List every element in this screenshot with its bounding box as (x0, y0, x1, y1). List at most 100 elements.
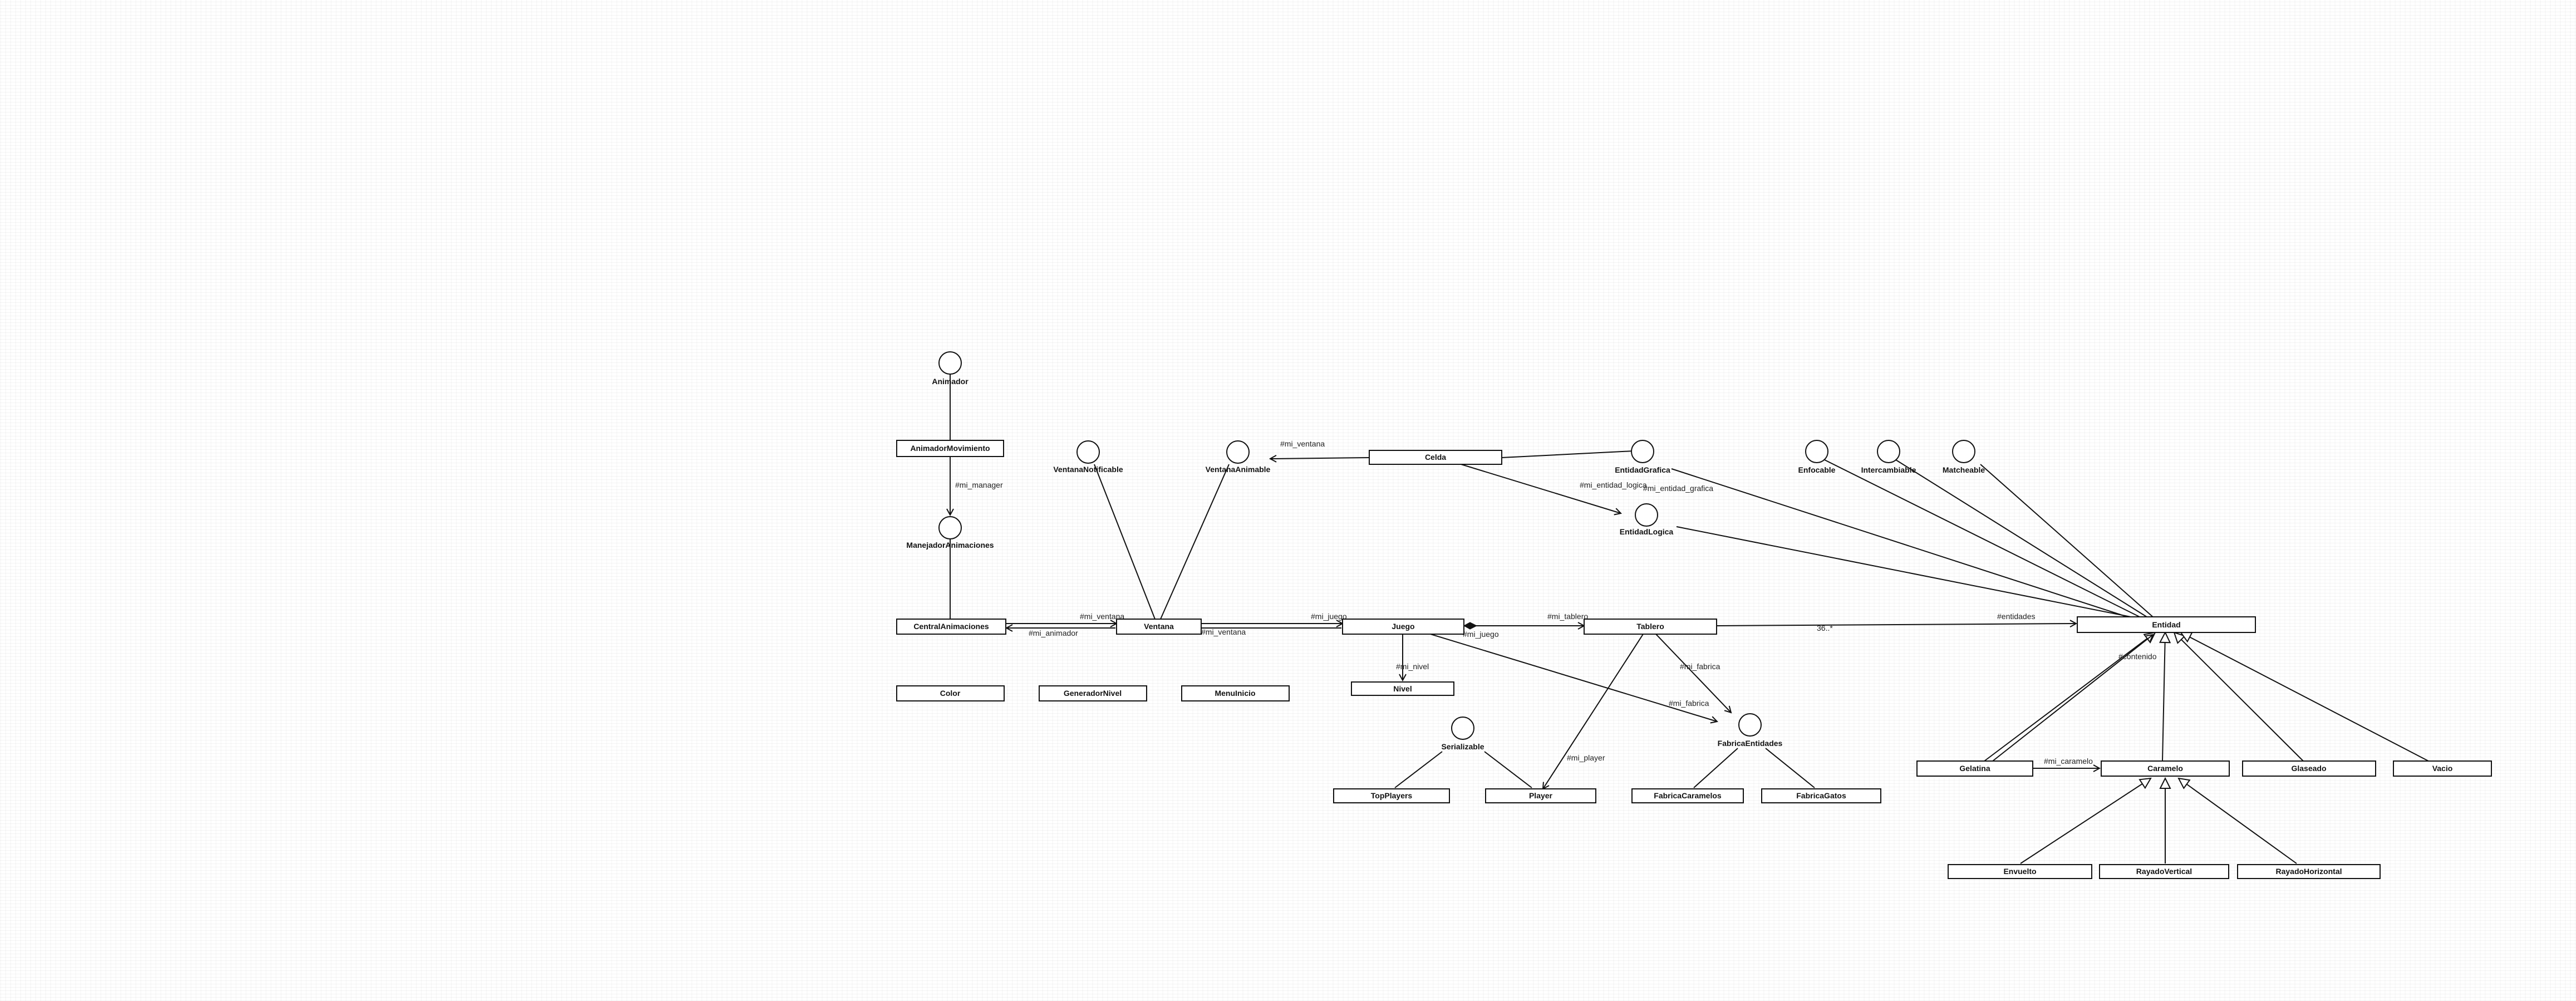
interface-label: Matcheable (1943, 465, 1985, 474)
class-celda[interactable]: Celda (1369, 450, 1502, 465)
class-label: Envuelto (2003, 867, 2036, 876)
interface-matcheable[interactable]: Matcheable (1943, 440, 1985, 474)
edge-label-juego-fabrica: #mi_fabrica (1669, 699, 1709, 708)
class-envuelto[interactable]: Envuelto (1948, 864, 2092, 879)
class-label: FabricaGatos (1796, 791, 1846, 800)
edge-caramelo-entidad (2162, 632, 2165, 762)
edge-celda-entidadgrafica (1501, 450, 1634, 458)
interface-label: EntidadGrafica (1615, 465, 1670, 474)
class-label: Glaseado (2291, 764, 2326, 773)
class-label: Celda (1425, 453, 1446, 462)
class-label: Color (940, 689, 961, 698)
class-central-animaciones[interactable]: CentralAnimaciones (896, 619, 1006, 635)
interface-label: Enfocable (1798, 465, 1836, 474)
interface-intercambiable[interactable]: Intercambiable (1861, 440, 1916, 474)
interface-label: Animador (932, 377, 969, 386)
edge-label-mi-entidad-logica: #mi_entidad_logica (1580, 480, 1647, 489)
edge-label-juego-ventana: #mi_juego (1311, 612, 1347, 621)
edge-juego-fabrica (1430, 634, 1717, 722)
class-label: AnimadorMovimiento (910, 444, 990, 453)
class-label: CentralAnimaciones (913, 622, 989, 631)
edge-label-entidades: #entidades (1997, 612, 2036, 621)
edge-label-mi-manager: #mi_manager (955, 480, 1003, 489)
edge-label-central-ventana: #mi_ventana (1080, 612, 1124, 621)
edge-tablero-entidad (1716, 624, 2076, 626)
interface-label: FabricaEntidades (1718, 739, 1783, 748)
interface-label: EntidadLogica (1620, 527, 1674, 536)
edge-fabrica-caramelos (1693, 748, 1738, 788)
interface-fabrica-entidades[interactable]: FabricaEntidades (1718, 713, 1783, 748)
interface-label: VentanaNotificable (1053, 465, 1123, 474)
class-fabrica-gatos[interactable]: FabricaGatos (1761, 788, 1881, 803)
interface-label: Serializable (1441, 742, 1484, 751)
class-top-players[interactable]: TopPlayers (1333, 788, 1450, 803)
edge-glaseado-entidad (2174, 632, 2304, 762)
class-label: Ventana (1144, 622, 1174, 631)
interface-enfocable[interactable]: Enfocable (1798, 440, 1836, 474)
edge-gelatina-contenido (1992, 635, 2153, 762)
interface-label: VentanaAnimable (1206, 465, 1271, 474)
interface-animador[interactable]: Animador (932, 351, 969, 386)
class-vacio[interactable]: Vacio (2393, 760, 2492, 777)
edge-label-celda-ventana: #mi_ventana (1280, 439, 1325, 448)
class-menu-inicio[interactable]: MenuInicio (1181, 685, 1290, 701)
class-rayado-horizontal[interactable]: RayadoHorizontal (2237, 864, 2381, 879)
edge-fabrica-gatos (1765, 748, 1815, 788)
edge-label-mi-caramelo: #mi_caramelo (2044, 757, 2093, 766)
class-label: GeneradorNivel (1064, 689, 1122, 698)
interface-ventana-notificable[interactable]: VentanaNotificable (1053, 440, 1123, 474)
class-caramelo[interactable]: Caramelo (2101, 760, 2230, 777)
interface-manejador-animaciones[interactable]: ManejadorAnimaciones (906, 516, 994, 549)
interface-serializable[interactable]: Serializable (1441, 717, 1484, 751)
class-color[interactable]: Color (896, 685, 1005, 701)
class-label: Vacio (2432, 764, 2453, 773)
edge-rayadohorizontal-caramelo (2179, 778, 2297, 864)
class-juego[interactable]: Juego (1342, 619, 1464, 635)
edge-label-contenido: #contenido (2118, 652, 2157, 661)
edge-intercambiable-entidad (1895, 459, 2149, 619)
edge-vacio-entidad (2181, 632, 2429, 762)
edge-notificable-ventana (1094, 464, 1156, 620)
edge-serializable-topplayers (1394, 751, 1443, 788)
class-label: TopPlayers (1371, 791, 1413, 800)
class-nivel[interactable]: Nivel (1351, 681, 1454, 696)
edge-enfocable-entidad (1824, 459, 2142, 619)
class-gelatina[interactable]: Gelatina (1916, 760, 2033, 777)
interface-label: ManejadorAnimaciones (906, 541, 994, 549)
edge-animable-ventana (1160, 464, 1230, 620)
interface-label: Intercambiable (1861, 465, 1916, 474)
class-label: FabricaCaramelos (1654, 791, 1722, 800)
class-player[interactable]: Player (1485, 788, 1596, 803)
class-generador-nivel[interactable]: GeneradorNivel (1039, 685, 1147, 701)
class-animador-movimiento[interactable]: AnimadorMovimiento (896, 440, 1004, 457)
class-entidad[interactable]: Entidad (2077, 616, 2256, 633)
class-label: RayadoVertical (2136, 867, 2192, 876)
edge-tablero-fabrica (1655, 634, 1731, 713)
class-label: Gelatina (1959, 764, 1990, 773)
edge-label-mi-entidad-grafica: #mi_entidad_grafica (1643, 484, 1713, 493)
edge-entidadlogica-entidad (1676, 526, 2137, 619)
edge-celda-entidadlogica (1461, 464, 1621, 513)
interface-entidad-logica[interactable]: EntidadLogica (1620, 503, 1674, 536)
edge-label-ventana-juego: #mi_ventana (1201, 627, 1246, 636)
class-label: Player (1529, 791, 1553, 800)
edge-label-mi-nivel: #mi_nivel (1396, 662, 1429, 671)
class-label: Entidad (2152, 620, 2180, 629)
class-label: Tablero (1636, 622, 1664, 631)
class-rayado-vertical[interactable]: RayadoVertical (2099, 864, 2229, 879)
edge-tablero-player (1543, 634, 1644, 789)
class-label: Juego (1392, 622, 1414, 631)
class-label: RayadoHorizontal (2275, 867, 2342, 876)
interface-ventana-animable[interactable]: VentanaAnimable (1206, 440, 1271, 474)
edge-envuelto-caramelo (2020, 778, 2151, 864)
class-fabrica-caramelos[interactable]: FabricaCaramelos (1631, 788, 1744, 803)
class-label: Caramelo (2147, 764, 2183, 773)
edge-matcheable-entidad (1980, 464, 2155, 619)
interface-entidad-grafica[interactable]: EntidadGrafica (1615, 440, 1670, 474)
class-tablero[interactable]: Tablero (1584, 619, 1717, 635)
class-glaseado[interactable]: Glaseado (2242, 760, 2376, 777)
edge-label-mi-player: #mi_player (1567, 753, 1605, 762)
edge-label-tablero-fabrica: #mi_fabrica (1680, 662, 1720, 671)
class-ventana[interactable]: Ventana (1116, 619, 1202, 635)
